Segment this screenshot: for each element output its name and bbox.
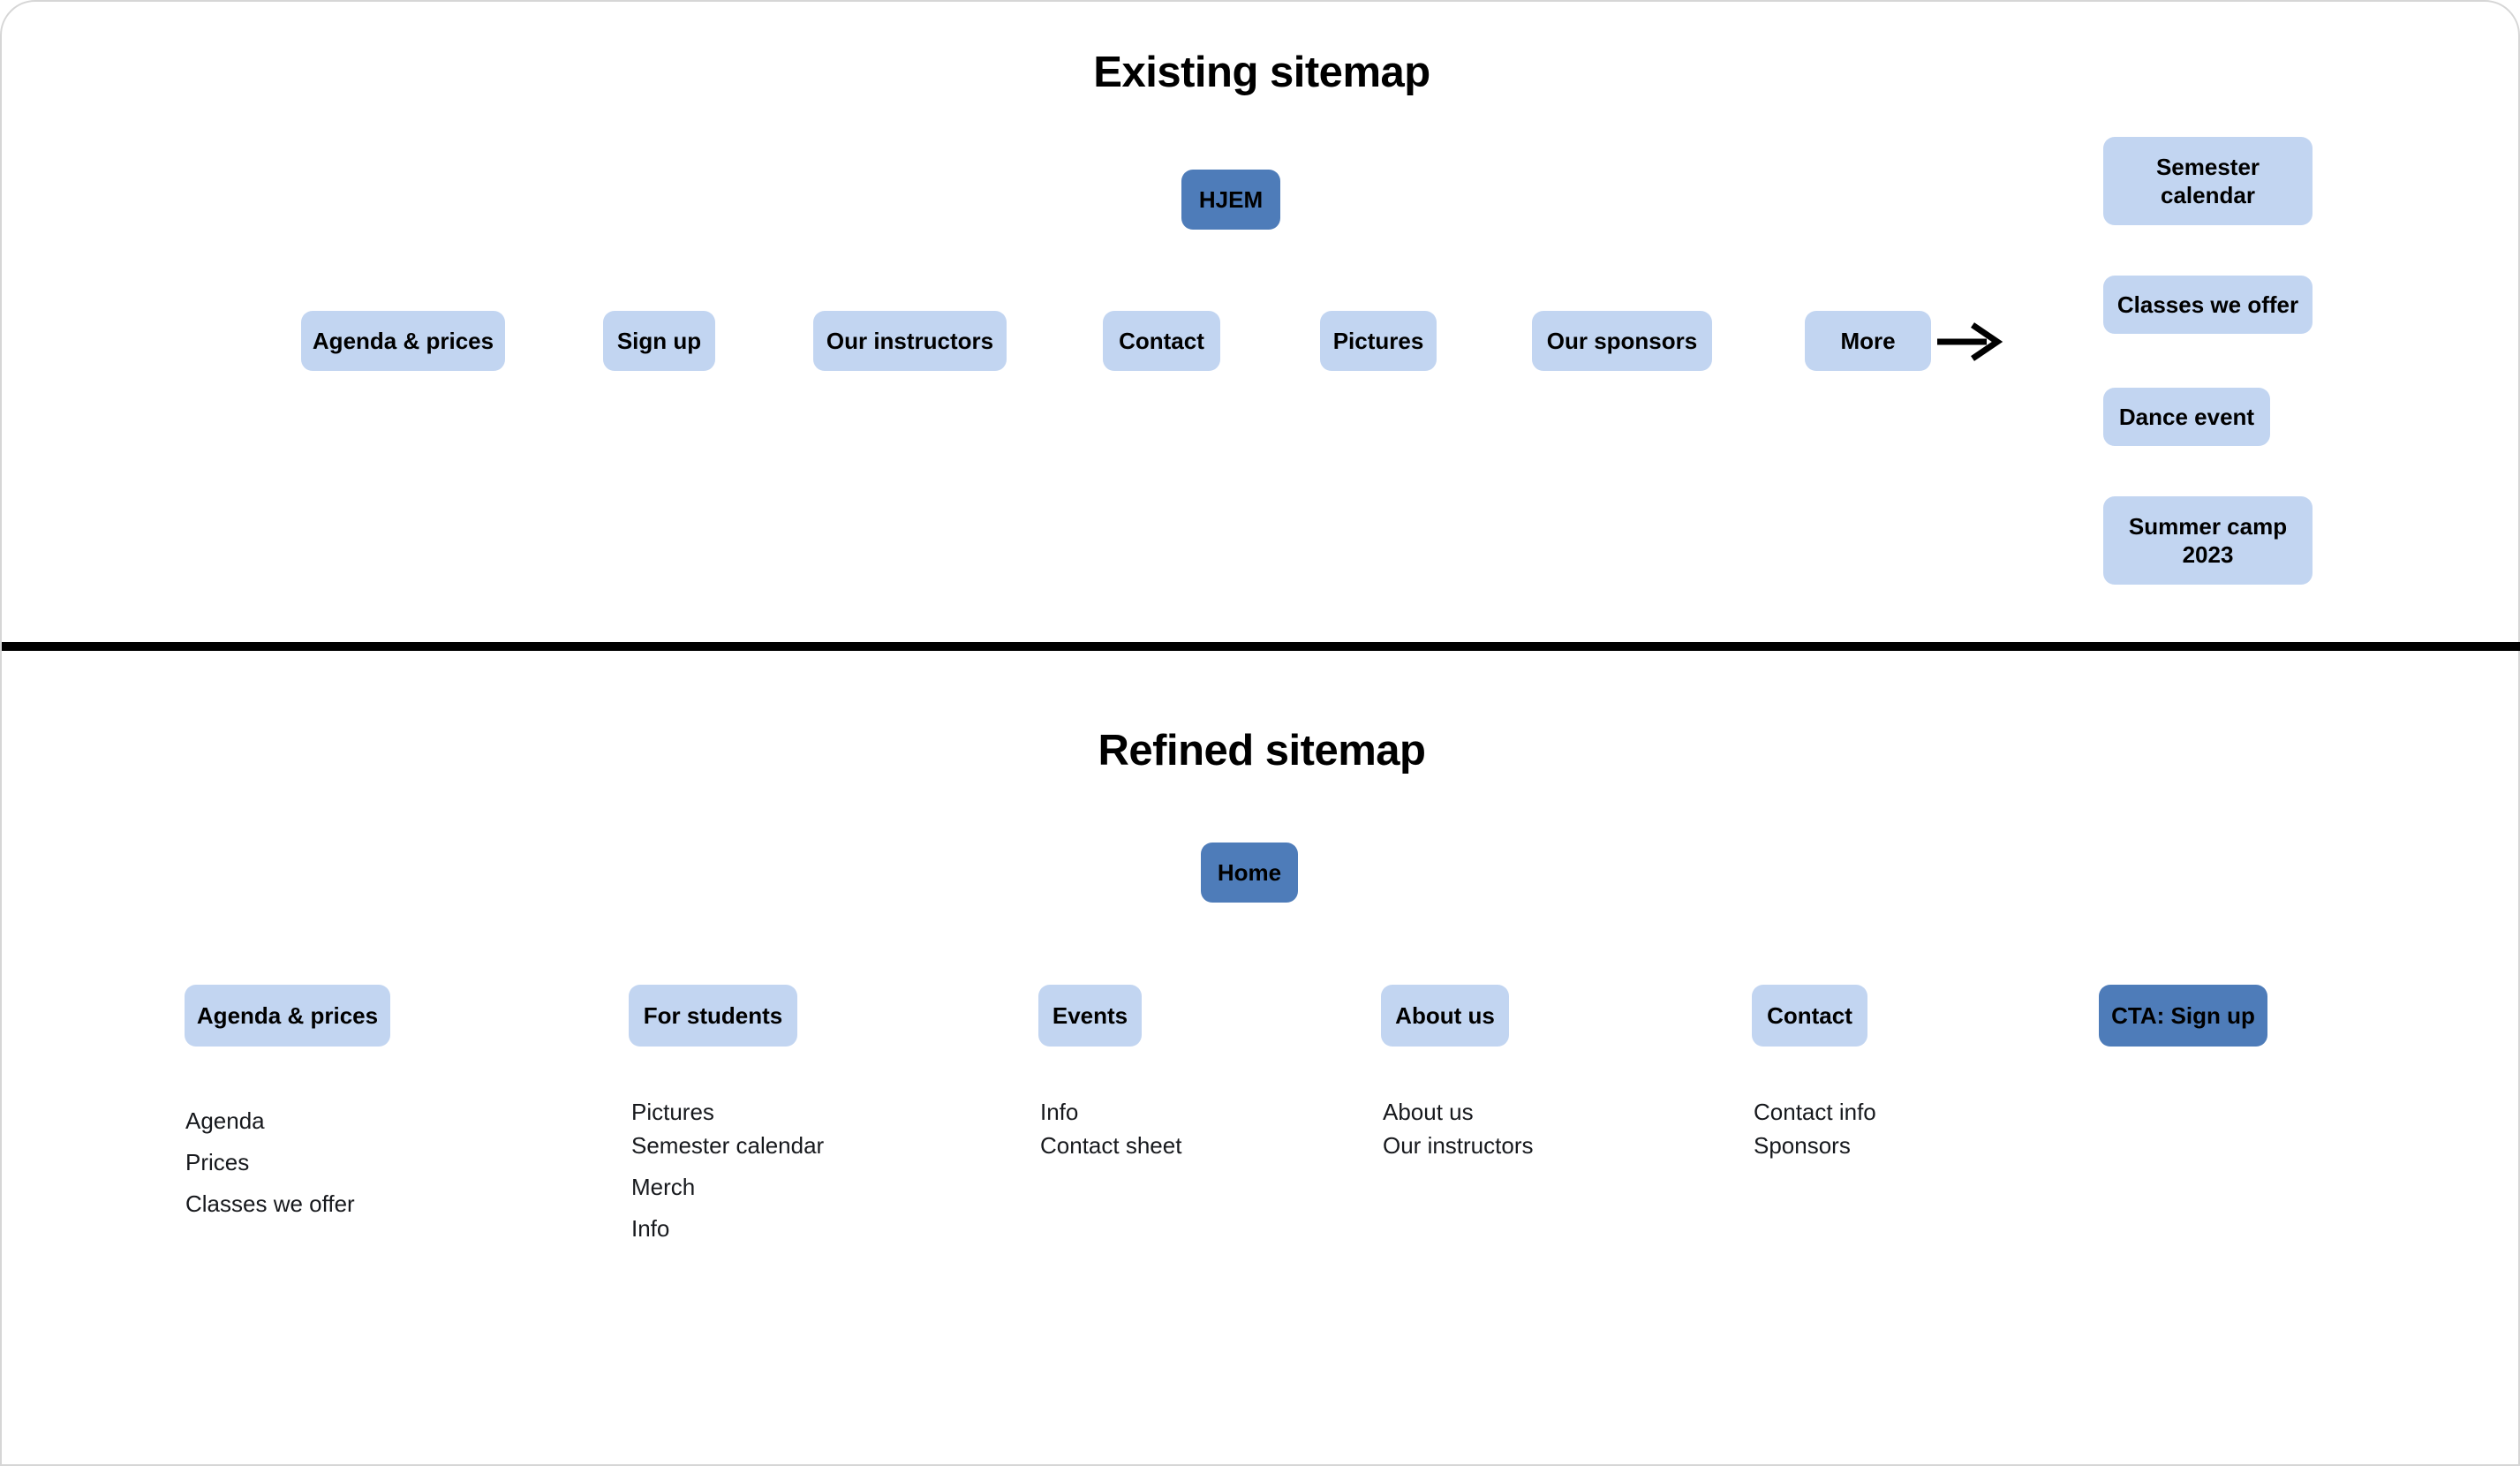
node-summer-camp-2023[interactable]: Summer camp 2023 xyxy=(2103,496,2313,585)
node-semester-calendar[interactable]: Semester calendar xyxy=(2103,137,2313,225)
list-item[interactable]: Contact sheet xyxy=(1040,1132,1182,1159)
node-our-sponsors[interactable]: Our sponsors xyxy=(1532,311,1712,371)
refined-node-cta-sign-up[interactable]: CTA: Sign up xyxy=(2099,985,2267,1047)
list-agenda-prices: Agenda Prices Classes we offer xyxy=(185,1107,355,1232)
list-item[interactable]: Merch xyxy=(631,1174,696,1200)
list-about-us: About us Our instructors xyxy=(1383,1099,1534,1166)
list-item[interactable]: Prices xyxy=(185,1149,250,1175)
node-more[interactable]: More xyxy=(1805,311,1931,371)
list-item[interactable]: Agenda xyxy=(185,1107,265,1134)
list-item[interactable]: Info xyxy=(631,1215,670,1242)
refined-node-contact[interactable]: Contact xyxy=(1752,985,1867,1047)
refined-node-events[interactable]: Events xyxy=(1038,985,1142,1047)
node-contact[interactable]: Contact xyxy=(1103,311,1220,371)
list-item[interactable]: About us xyxy=(1383,1099,1474,1125)
list-item[interactable]: Our instructors xyxy=(1383,1132,1534,1159)
list-item[interactable]: Semester calendar xyxy=(631,1132,825,1159)
node-hjem[interactable]: HJEM xyxy=(1181,170,1280,230)
refined-sitemap-title: Refined sitemap xyxy=(1098,727,1426,775)
node-classes-we-offer[interactable]: Classes we offer xyxy=(2103,276,2313,334)
node-sign-up[interactable]: Sign up xyxy=(603,311,715,371)
refined-node-about-us[interactable]: About us xyxy=(1381,985,1509,1047)
list-item[interactable]: Classes we offer xyxy=(185,1190,355,1217)
refined-node-for-students[interactable]: For students xyxy=(629,985,797,1047)
list-item[interactable]: Sponsors xyxy=(1754,1132,1851,1159)
node-home[interactable]: Home xyxy=(1201,843,1298,903)
existing-sitemap-title: Existing sitemap xyxy=(1093,49,1430,96)
node-dance-event[interactable]: Dance event xyxy=(2103,388,2270,446)
list-item[interactable]: Pictures xyxy=(631,1099,714,1125)
list-item[interactable]: Info xyxy=(1040,1099,1079,1125)
node-our-instructors[interactable]: Our instructors xyxy=(813,311,1007,371)
list-events: Info Contact sheet xyxy=(1040,1099,1181,1166)
section-divider xyxy=(2,642,2520,651)
node-pictures[interactable]: Pictures xyxy=(1320,311,1437,371)
refined-node-agenda-prices[interactable]: Agenda & prices xyxy=(185,985,390,1047)
list-for-students: Pictures Semester calendar Merch Info xyxy=(631,1099,824,1257)
node-agenda-prices[interactable]: Agenda & prices xyxy=(301,311,505,371)
list-contact: Contact info Sponsors xyxy=(1754,1099,1876,1166)
list-item[interactable]: Contact info xyxy=(1754,1099,1876,1125)
right-arrow-icon xyxy=(1937,322,2003,361)
